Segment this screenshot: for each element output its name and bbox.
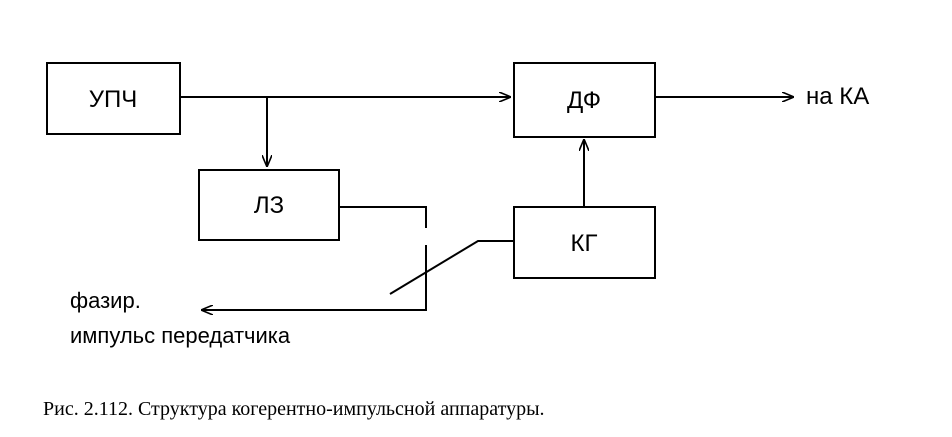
block-df-label: ДФ [567,87,601,114]
phasing-label-line2: импульс передатчика [70,323,291,348]
block-lz-label: ЛЗ [254,192,284,219]
block-upch: УПЧ [46,62,181,135]
phasing-label-line1: фазир. [70,288,141,313]
block-lz: ЛЗ [198,169,340,241]
figure-caption: Рис. 2.112. Структура когерентно-импульс… [43,398,545,420]
block-upch-label: УПЧ [89,86,138,113]
block-kg: КГ [513,206,656,279]
wire-lz-to-switch [339,206,427,228]
block-df: ДФ [513,62,656,138]
wire-switch-to-phasing-output [202,245,427,310]
switch-arm [389,240,514,295]
block-kg-label: КГ [571,230,598,257]
output-label: на КА [806,83,869,110]
